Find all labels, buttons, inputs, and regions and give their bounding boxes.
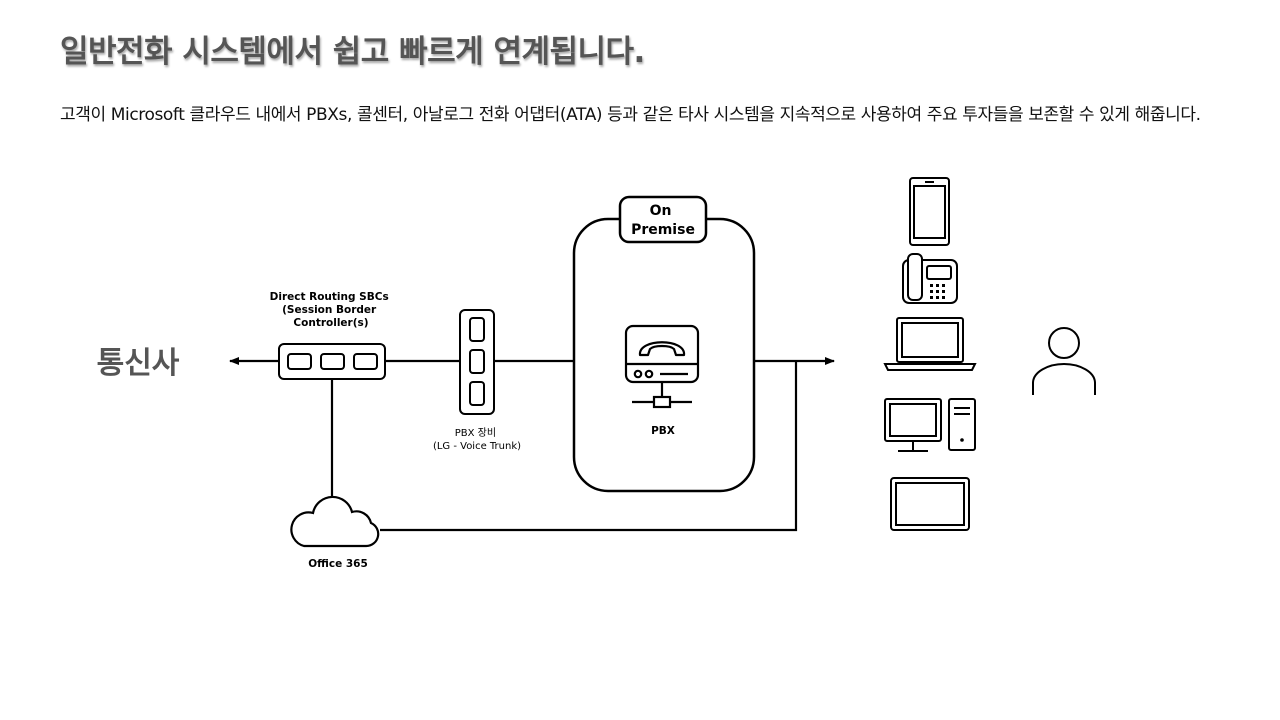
desk-phone-keypad bbox=[930, 284, 945, 299]
user-icon bbox=[1032, 327, 1096, 395]
page-description: 고객이 Microsoft 클라우드 내에서 PBXs, 콜센터, 아날로그 전… bbox=[60, 105, 1201, 125]
sbc-device-icon bbox=[278, 343, 386, 380]
cloud-icon bbox=[290, 495, 380, 548]
carrier-label: 통신사 bbox=[97, 346, 180, 381]
line-cloud-to-devices bbox=[380, 361, 798, 532]
pbx-device-label: PBX 장비 (LG - Voice Trunk) bbox=[433, 427, 521, 452]
desk-phone-icon bbox=[902, 253, 958, 304]
on-premise-label: On Premise bbox=[631, 203, 695, 238]
connection-lines bbox=[229, 357, 835, 532]
pbx-label: PBX bbox=[651, 425, 675, 437]
tablet-icon bbox=[890, 477, 970, 531]
pbx-device-icon bbox=[459, 309, 495, 415]
sbc-label: Direct Routing SBCs (Session Border Cont… bbox=[270, 291, 393, 329]
office365-label: Office 365 bbox=[308, 558, 368, 570]
page-title: 일반전화 시스템에서 쉽고 빠르게 연계됩니다. bbox=[60, 34, 645, 70]
desktop-computer-icon bbox=[884, 398, 976, 452]
desktop-power-led bbox=[960, 438, 964, 442]
on-premise-badge bbox=[618, 195, 708, 244]
pbx-phone-icon bbox=[624, 324, 700, 409]
laptop-icon bbox=[883, 317, 977, 371]
smartphone-icon bbox=[909, 177, 950, 246]
